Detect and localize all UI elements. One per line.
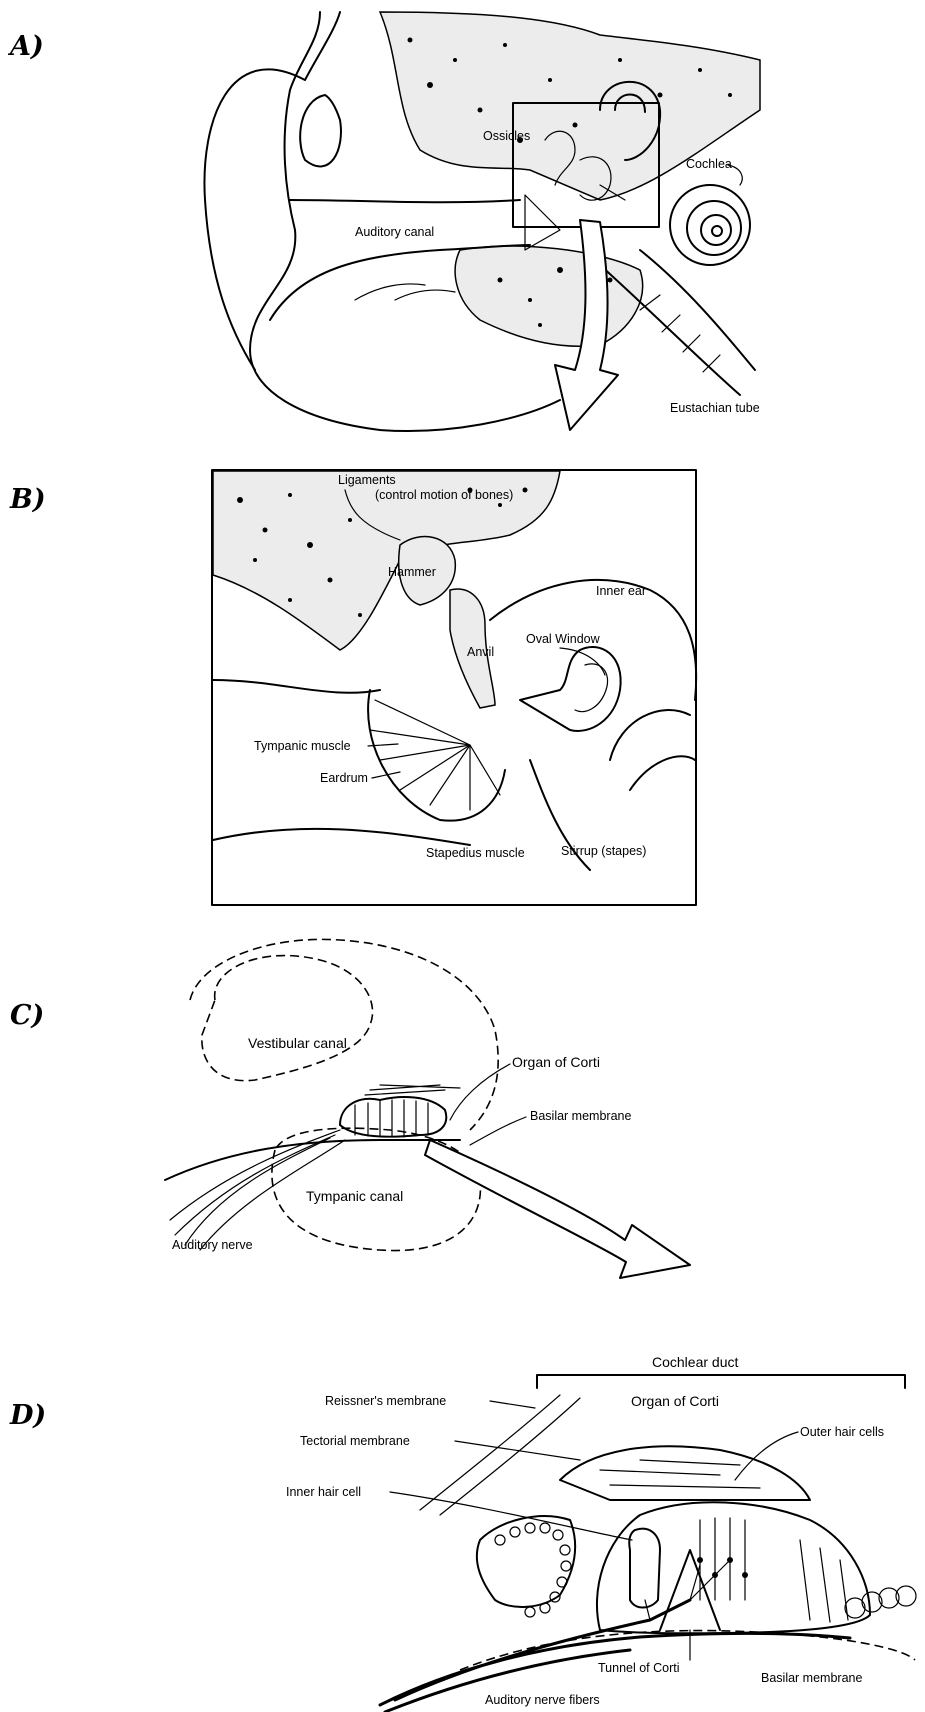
- label-cochlea: Cochlea: [686, 157, 732, 171]
- label-auditory-nerve-fibers: Auditory nerve fibers: [485, 1693, 600, 1707]
- panel-c-arrow: [425, 1140, 690, 1278]
- inner-ear-coil: [610, 710, 695, 790]
- cochlear-duct-bracket: [537, 1375, 905, 1388]
- eardrum-outline: [368, 690, 505, 821]
- label-outer-hair-cells: Outer hair cells: [800, 1425, 884, 1439]
- label-vestibular-canal: Vestibular canal: [248, 1035, 347, 1051]
- organ-of-corti-cells: [340, 1085, 460, 1137]
- tunnel-of-corti: [660, 1550, 720, 1630]
- label-ligaments: Ligaments: [338, 473, 396, 487]
- panel-b: B): [9, 470, 696, 905]
- canal-inner-lines: [355, 284, 455, 300]
- label-eustachian-tube: Eustachian tube: [670, 401, 760, 415]
- label-basilar-membrane-c: Basilar membrane: [530, 1109, 631, 1123]
- label-tectorial-membrane: Tectorial membrane: [300, 1434, 410, 1448]
- label-basilar-membrane-d: Basilar membrane: [761, 1671, 862, 1685]
- panel-b-illustration: [213, 471, 696, 870]
- label-anvil: Anvil: [467, 645, 494, 659]
- lower-bone: [455, 246, 642, 346]
- auditory-nerve-fibers: [380, 1600, 850, 1712]
- panel-d-letter: D): [9, 1400, 46, 1431]
- eustachian-ridges: [640, 295, 720, 372]
- panel-d: D): [9, 1354, 916, 1712]
- label-auditory-canal: Auditory canal: [355, 225, 434, 239]
- vestibular-canal-outline: [202, 956, 373, 1081]
- label-inner-ear: Inner ear: [596, 584, 646, 598]
- label-ossicles: Ossicles: [483, 129, 530, 143]
- inner-hair-cell: [629, 1529, 660, 1608]
- panel-a: A): [7, 12, 760, 431]
- leader-oval-window: [560, 648, 605, 675]
- label-reissners-membrane: Reissner's membrane: [325, 1394, 446, 1408]
- label-auditory-nerve: Auditory nerve: [172, 1238, 253, 1252]
- label-stirrup: Stirrup (stapes): [561, 844, 646, 858]
- eardrum: [525, 195, 560, 250]
- panel-a-letter: A): [7, 31, 44, 62]
- outer-cell-chain: [800, 1540, 916, 1622]
- tectorial-membrane-lines: [600, 1460, 760, 1488]
- eardrum-fan: [370, 700, 500, 810]
- label-organ-of-corti-d: Organ of Corti: [631, 1393, 719, 1409]
- reissners-membrane-line: [420, 1395, 580, 1515]
- label-oval-window: Oval Window: [526, 632, 601, 646]
- leader-organ-of-corti: [450, 1064, 510, 1120]
- leader-reissners: [490, 1401, 535, 1408]
- label-stapedius-muscle: Stapedius muscle: [426, 846, 525, 860]
- panel-b-canal-upper: [213, 680, 380, 693]
- inner-sulcus-cells: [477, 1516, 575, 1617]
- cochlea-spiral: [670, 185, 750, 265]
- pinna-inner-fold: [300, 95, 341, 166]
- label-inner-hair-cell: Inner hair cell: [286, 1485, 361, 1499]
- eustachian-tube-upper: [640, 250, 755, 370]
- stirrup: [520, 647, 621, 731]
- label-hammer: Hammer: [388, 565, 436, 579]
- auditory-canal-upper: [290, 200, 520, 202]
- panel-b-canal-lower: [213, 829, 470, 845]
- label-organ-of-corti: Organ of Corti: [512, 1054, 600, 1070]
- label-cochlear-duct: Cochlear duct: [652, 1354, 738, 1370]
- leader-basilar-membrane-c: [470, 1117, 526, 1145]
- panel-c: C) Vestibular canal Organ of Corti Basil…: [10, 939, 690, 1278]
- leader-tectorial: [455, 1441, 580, 1460]
- label-tympanic-canal: Tympanic canal: [306, 1188, 403, 1204]
- panel-a-illustration: [204, 12, 760, 431]
- label-tympanic-muscle: Tympanic muscle: [254, 739, 351, 753]
- panel-b-letter: B): [9, 484, 46, 515]
- label-ligaments-note: (control motion of bones): [375, 488, 513, 502]
- label-eardrum: Eardrum: [320, 771, 368, 785]
- temporal-bone: [380, 12, 760, 200]
- leader-inner-hair-cell: [390, 1492, 632, 1540]
- label-tunnel-of-corti: Tunnel of Corti: [598, 1661, 680, 1675]
- panel-c-letter: C): [10, 1000, 44, 1031]
